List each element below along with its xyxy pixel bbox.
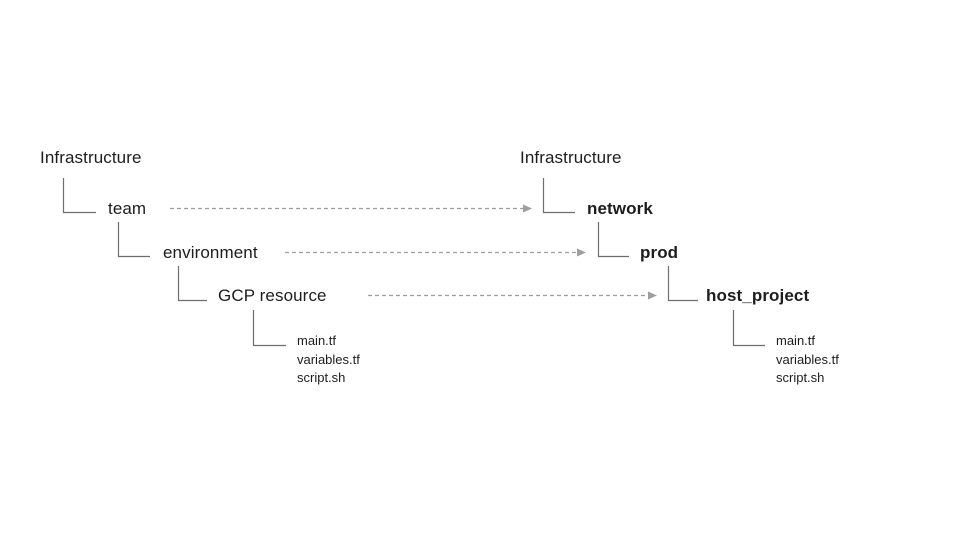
- left-tree-file-list: main.tf variables.tf script.sh: [297, 332, 360, 388]
- tree-connector-left-gcp-files: [252, 310, 286, 347]
- right-tree-file-list: main.tf variables.tf script.sh: [776, 332, 839, 388]
- tree-connector-right-prod-hostproject: [667, 266, 698, 302]
- left-tree-node-gcp-resource: GCP resource: [218, 286, 327, 305]
- left-tree-node-environment: environment: [163, 243, 258, 262]
- arrowhead-icon-environment-to-prod: [577, 248, 586, 257]
- tree-connector-right-network-prod: [597, 222, 629, 258]
- right-tree-root-label: Infrastructure: [520, 148, 622, 167]
- right-file-main-tf: main.tf: [776, 333, 816, 348]
- left-tree-root-label: Infrastructure: [40, 148, 142, 167]
- left-file-main-tf: main.tf: [297, 333, 337, 348]
- arrowhead-icon-gcp-to-hostproject: [648, 291, 657, 300]
- right-tree-node-network: network: [587, 199, 653, 218]
- left-tree-node-team: team: [108, 199, 147, 218]
- left-file-script-sh: script.sh: [297, 370, 346, 385]
- tree-connector-left-team-environment: [117, 222, 150, 258]
- tree-connector-left-root-team: [62, 178, 96, 214]
- right-tree-node-host-project: host_project: [706, 286, 810, 305]
- right-file-script-sh: script.sh: [776, 370, 825, 385]
- right-tree-node-prod: prod: [640, 243, 679, 262]
- left-file-variables-tf: variables.tf: [297, 351, 360, 367]
- right-file-variables-tf: variables.tf: [776, 351, 839, 367]
- tree-connector-left-environment-gcp: [177, 266, 207, 302]
- arrowhead-icon-team-to-network: [523, 204, 532, 213]
- tree-connector-right-hostproject-files: [732, 310, 765, 347]
- tree-connector-right-root-network: [542, 178, 575, 214]
